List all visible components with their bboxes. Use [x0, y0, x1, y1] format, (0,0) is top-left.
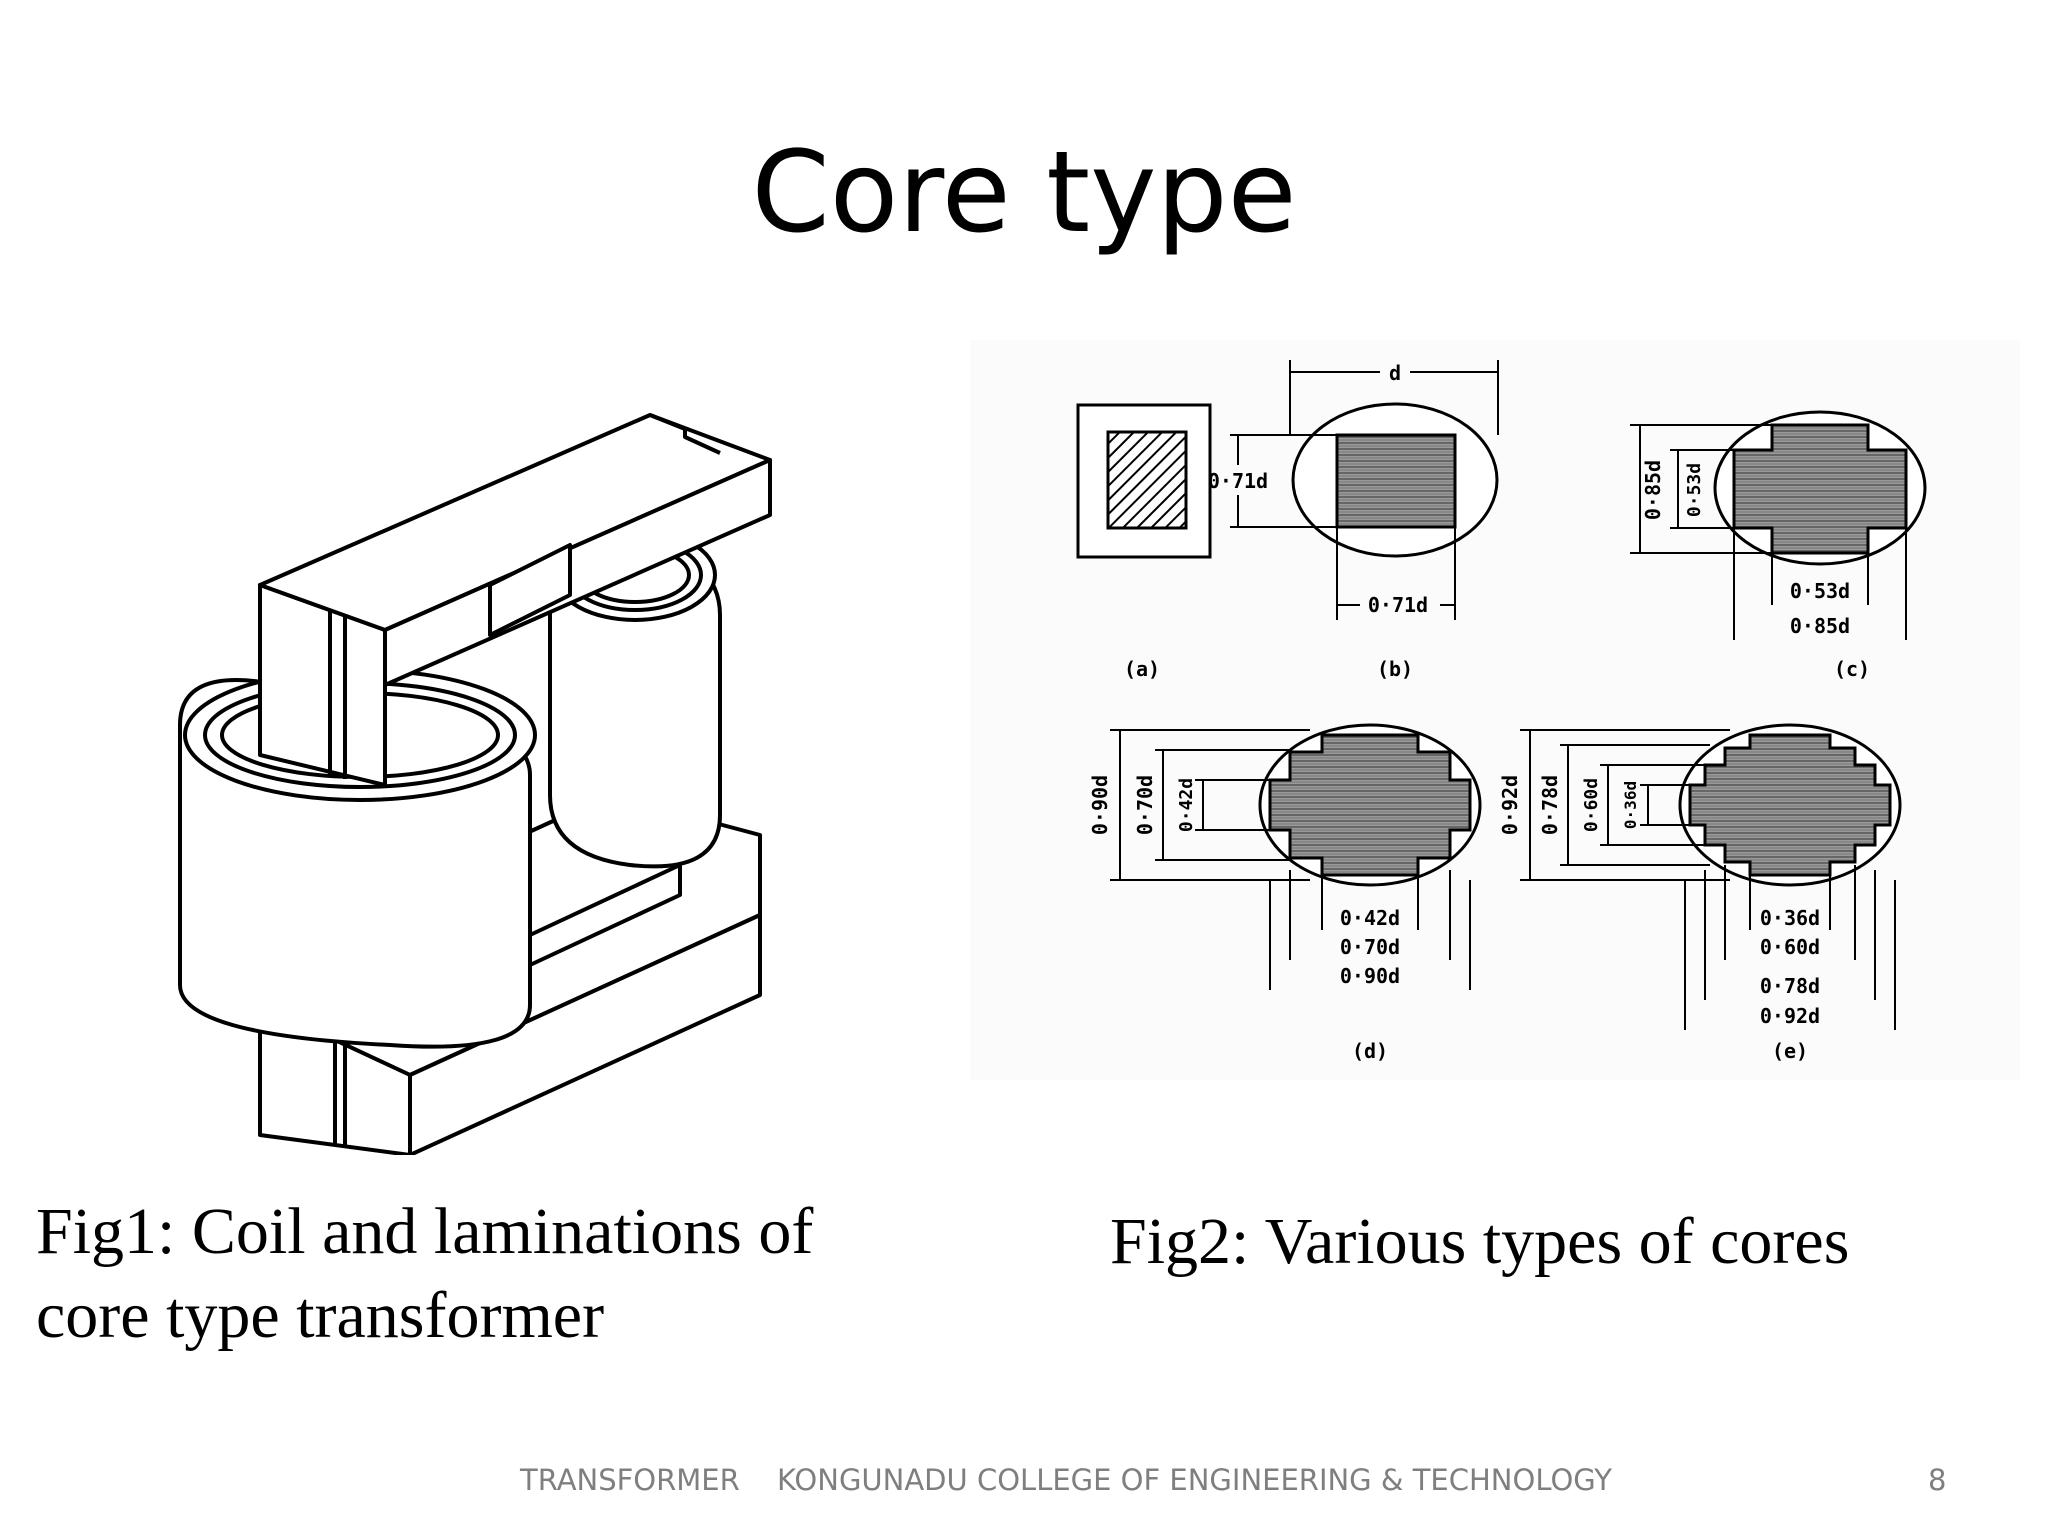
label-sub-d: (d) — [1352, 1039, 1388, 1063]
footer-course: TRANSFORMER — [520, 1463, 740, 1497]
label-e-w1: 0·36d — [1760, 906, 1820, 930]
label-d-h3: 0·42d — [1176, 778, 1197, 832]
label-e-h1: 0·92d — [1498, 775, 1522, 835]
core-transformer-illustration — [178, 413, 772, 1155]
fig1-caption: Fig1: Coil and laminations of core type … — [36, 1190, 936, 1358]
label-d-h1: 0·90d — [1088, 775, 1112, 835]
label-d-w3: 0·90d — [1340, 964, 1400, 988]
fig2-caption: Fig2: Various types of cores — [1110, 1205, 1850, 1278]
label-b-height: 0·71d — [1208, 469, 1268, 493]
label-b-width: 0·71d — [1368, 593, 1428, 617]
slide-title: Core type — [751, 128, 1297, 258]
label-d-w1: 0·42d — [1340, 906, 1400, 930]
label-sub-b: (b) — [1377, 657, 1413, 681]
label-e-w2: 0·60d — [1760, 935, 1820, 959]
fig1-caption-line2: core type transformer — [36, 1279, 605, 1352]
label-d-h2: 0·70d — [1133, 775, 1157, 835]
core-cross-sections-illustration: d 0·71d 0·71d 0·85d 0·53d 0·53d 0·85d 0·… — [970, 340, 2020, 1080]
label-c-outer-w: 0·85d — [1790, 614, 1850, 638]
label-sub-a: (a) — [1124, 657, 1160, 681]
label-c-inner-w: 0·53d — [1790, 579, 1850, 603]
label-d-w2: 0·70d — [1340, 935, 1400, 959]
label-e-w3: 0·78d — [1760, 974, 1820, 998]
label-c-inner-h: 0·53d — [1684, 463, 1705, 517]
label-e-h3: 0·60d — [1581, 778, 1602, 832]
label-e-h2: 0·78d — [1538, 775, 1562, 835]
label-e-h4: 0·36d — [1621, 781, 1640, 829]
slide-number: 8 — [1928, 1463, 1947, 1497]
label-e-w4: 0·92d — [1760, 1004, 1820, 1028]
label-sub-c: (c) — [1834, 657, 1870, 681]
fig1-caption-line1: Fig1: Coil and laminations of — [36, 1195, 814, 1268]
footer-college: KONGUNADU COLLEGE OF ENGINEERING & TECHN… — [777, 1463, 1613, 1497]
label-c-outer-h: 0·85d — [1641, 460, 1665, 520]
label-sub-e: (e) — [1772, 1039, 1808, 1063]
label-b-d: d — [1389, 361, 1401, 385]
